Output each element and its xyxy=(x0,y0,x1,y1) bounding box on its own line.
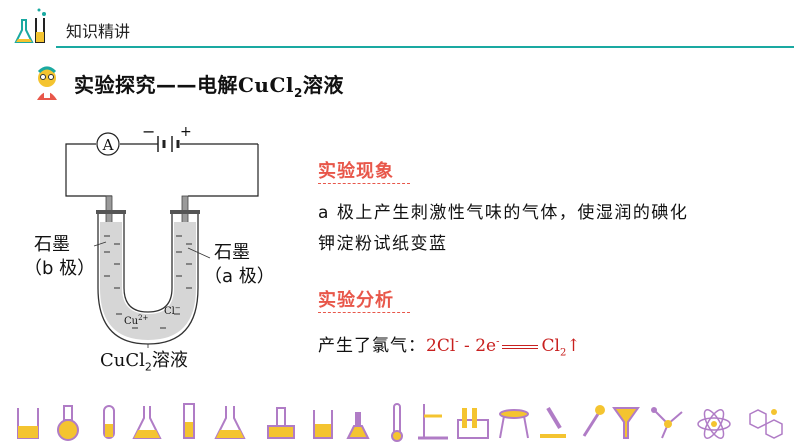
phenomenon-heading: 实验现象 xyxy=(318,161,394,182)
atom-icon xyxy=(697,409,731,439)
lab-flask-icon xyxy=(14,8,46,43)
right-leader xyxy=(187,247,211,259)
left-electrode-label-1: 石墨 xyxy=(34,234,70,255)
u-tube-inner xyxy=(123,212,173,313)
right-electrode-label-2: （a 极） xyxy=(204,266,275,287)
tube-rack-icon xyxy=(457,408,489,439)
phenomenon-line-2: 钾淀粉试纸变蓝 xyxy=(318,234,448,254)
benzene-icon xyxy=(749,409,783,439)
left-electrode-label-2: （b 极） xyxy=(24,258,96,279)
equation: 2Cl- - 2e-Cl2↑ xyxy=(426,336,581,359)
electrolysis-diagram: A − + Cu2+ Cl− xyxy=(65,122,259,348)
cu-ion-label: Cu2+ xyxy=(124,314,149,327)
section-formula-sub: 2 xyxy=(293,86,303,100)
left-stopper xyxy=(96,210,126,214)
scientist-icon xyxy=(37,66,57,100)
thermometer-icon xyxy=(391,403,403,442)
cl-ion-label: Cl− xyxy=(164,304,181,317)
bottle-icon xyxy=(313,410,333,439)
section-formula: CuCl xyxy=(238,73,294,97)
right-electrode-label-1: 石墨 xyxy=(214,242,250,263)
circuit-wire-return xyxy=(188,144,259,197)
solution-label: CuCl2溶液 xyxy=(100,350,188,374)
lab-beaker-icon xyxy=(17,408,39,439)
ammeter-label: A xyxy=(102,136,114,154)
solution-marks xyxy=(104,235,192,329)
section-title: 实验探究——电解CuCl2溶液 xyxy=(74,69,344,100)
conical-flask-icon xyxy=(132,406,162,439)
left-leader xyxy=(93,241,107,247)
lamp-icon xyxy=(346,412,370,439)
analysis-underline xyxy=(318,312,410,313)
section-title-prefix: 实验探究——电解 xyxy=(74,73,238,97)
battery-minus: − xyxy=(142,122,155,141)
funnel-icon xyxy=(612,407,640,439)
stand-icon xyxy=(418,404,448,440)
top-bar: 知识精讲 xyxy=(0,0,794,52)
molecule-icon xyxy=(651,407,683,439)
analysis-heading: 实验分析 xyxy=(318,290,394,311)
header-title: 知识精讲 xyxy=(66,22,131,41)
phenomenon-underline xyxy=(318,183,410,184)
equals-sign xyxy=(502,344,539,349)
ammeter-icon xyxy=(96,132,120,156)
section-title-suffix: 溶液 xyxy=(302,73,344,97)
flask-icon xyxy=(214,406,246,439)
analysis-equation: 产生了氯气：2Cl- - 2e-Cl2↑ xyxy=(318,331,581,358)
battery-plus: + xyxy=(180,124,192,140)
microscope-icon xyxy=(540,406,566,438)
burner-icon xyxy=(267,407,295,439)
circuit-wire-left xyxy=(65,143,112,197)
analysis-prefix: 产生了氯气： xyxy=(318,336,426,356)
right-stopper xyxy=(170,210,200,214)
tripod-icon xyxy=(499,409,529,439)
test-tube-icon xyxy=(103,405,115,439)
cylinder-icon xyxy=(183,403,195,439)
header-divider xyxy=(56,46,794,48)
footer-decoration xyxy=(17,403,783,442)
phenomenon-line-1: a 极上产生刺激性气味的气体，使湿润的碘化 xyxy=(318,203,689,223)
round-flask-icon xyxy=(57,405,79,441)
solution-fill xyxy=(100,222,196,340)
dropper-icon xyxy=(582,405,605,437)
